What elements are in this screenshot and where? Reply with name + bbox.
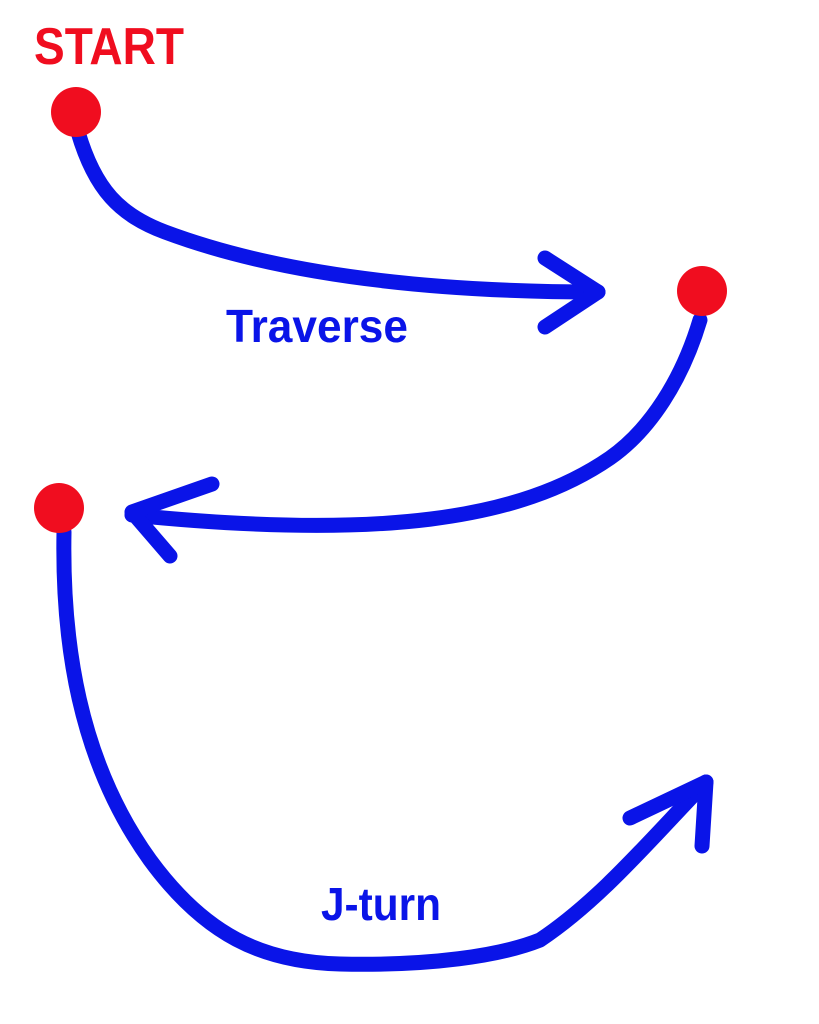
traverse-path [70,124,606,335]
jturn-arrowhead-icon [622,774,714,854]
start-label: START [34,18,184,76]
jturn-path [56,524,714,972]
jturn-label: J-turn [321,878,441,930]
jturn-start-point [34,483,84,533]
return-curve [124,312,708,533]
traverse-end-point [677,266,727,316]
traverse-label: Traverse [226,300,408,352]
return-path [124,312,708,564]
return-arrowhead-icon [124,476,220,564]
jturn-curve [56,524,714,972]
traverse-curve [70,124,606,300]
start-point [51,87,101,137]
traverse-arrowhead-icon [537,250,606,335]
